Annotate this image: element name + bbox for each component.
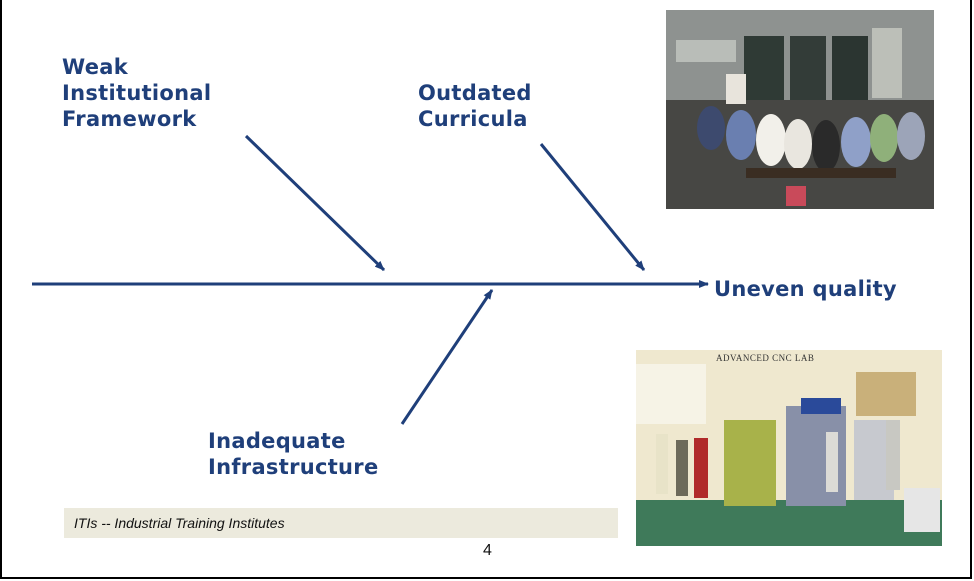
classroom-scene-icon [666, 10, 934, 209]
cnc-lab-scene-icon [636, 350, 942, 546]
effect-label: Uneven quality [714, 277, 897, 301]
weak-framework-arrow [244, 134, 386, 272]
cause-infrastructure-line2: Infrastructure [208, 455, 379, 479]
cause-outdated-curricula-line2: Curricula [418, 107, 528, 131]
cnc-lab-sign: ADVANCED CNC LAB [716, 353, 815, 363]
outdated-curricula-arrow [539, 143, 646, 271]
cause-outdated-curricula-line1: Outdated [418, 81, 532, 105]
cause-weak-framework: Weak Institutional Framework [62, 54, 211, 132]
classroom-photo [666, 10, 934, 209]
cause-outdated-curricula: Outdated Curricula [418, 80, 532, 132]
cause-infrastructure-line1: Inadequate [208, 429, 346, 453]
cause-weak-framework-line1: Weak [62, 55, 128, 79]
cause-weak-framework-line2: Institutional [62, 81, 212, 105]
footnote-box: ITIs -- Industrial Training Institutes [64, 508, 618, 538]
cause-inadequate-infrastructure: Inadequate Infrastructure [208, 428, 379, 480]
infrastructure-arrow [400, 289, 494, 425]
cause-weak-framework-line3: Framework [62, 107, 197, 131]
cnc-lab-photo: ADVANCED CNC LAB [636, 350, 942, 546]
page-number: 4 [483, 542, 492, 559]
